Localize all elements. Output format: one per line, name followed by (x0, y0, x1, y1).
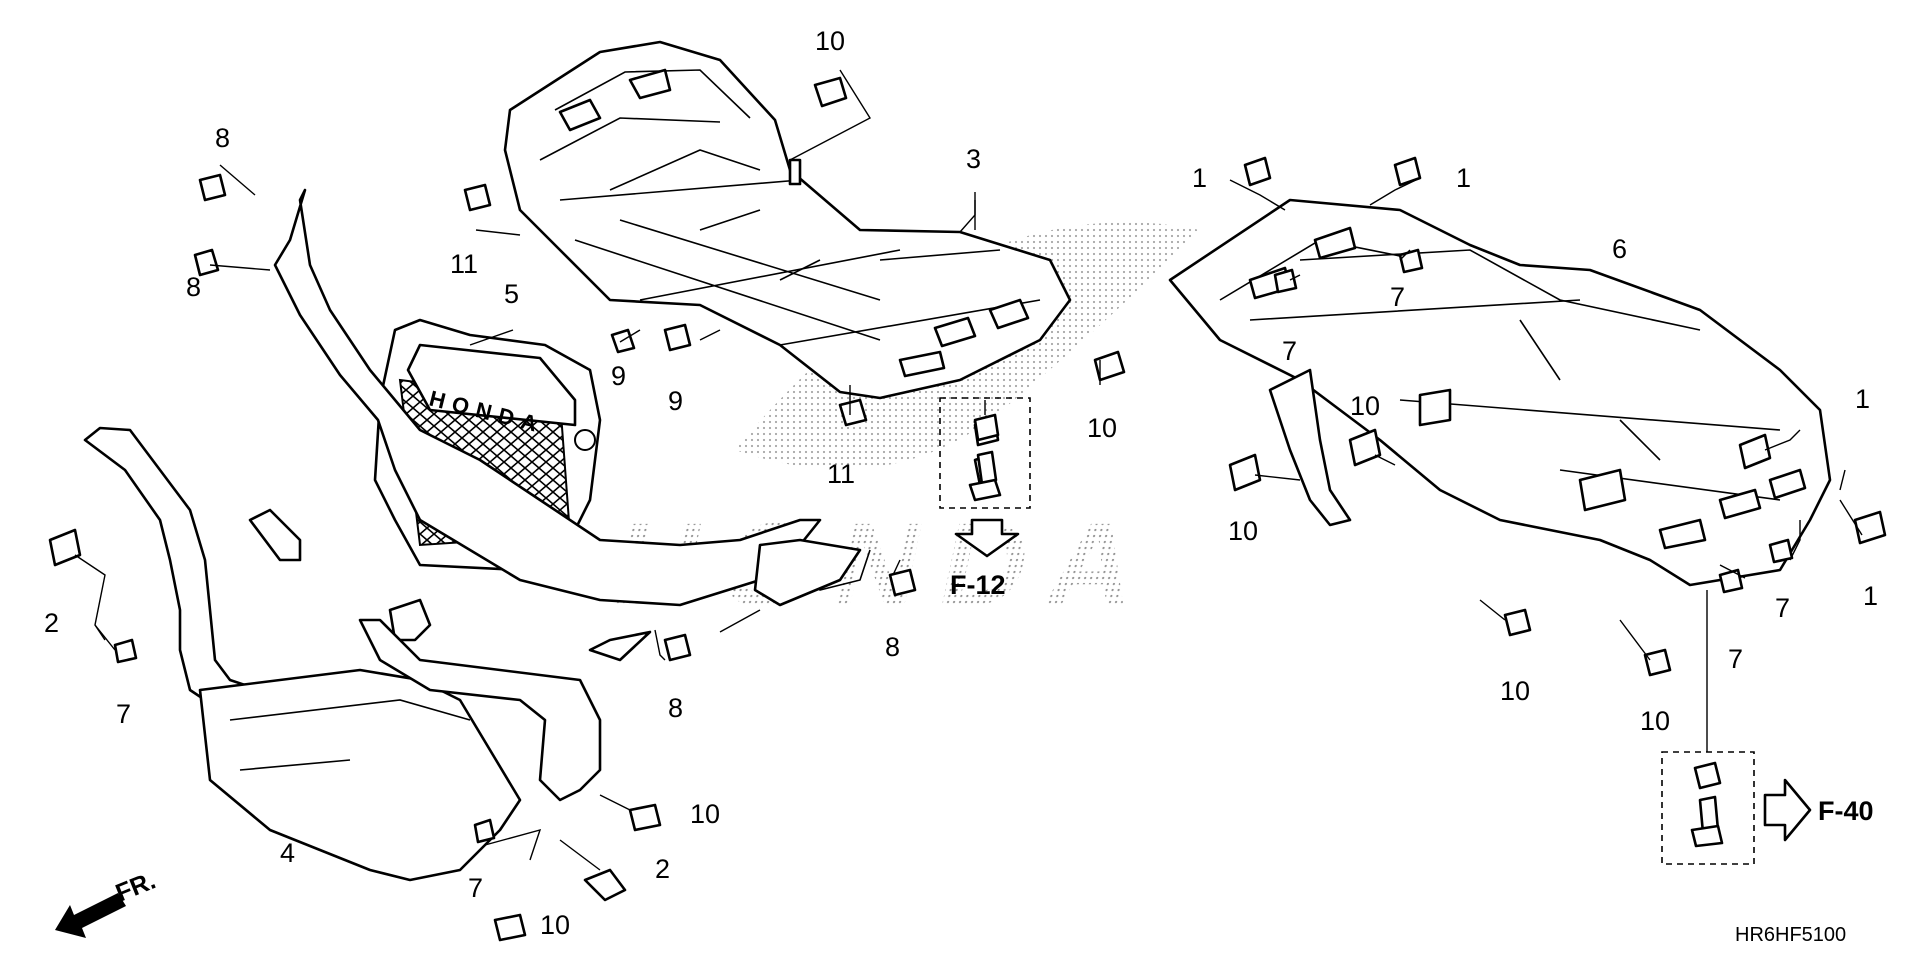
detail-box-f12 (939, 397, 1031, 509)
ref-f12-label: F-12 (950, 570, 1006, 600)
callout-10: 10 (1500, 676, 1530, 706)
callout-1: 1 (1456, 163, 1471, 193)
callout-2: 2 (44, 608, 59, 638)
right-rack-part-6 (1168, 198, 1832, 587)
leader-lines (74, 69, 1863, 871)
callout-1: 1 (1863, 581, 1878, 611)
callout-10: 10 (1228, 516, 1258, 546)
rear-carrier-part-3 (503, 40, 1072, 400)
detail-box-f40 (1661, 590, 1755, 865)
fastener-bolts (48, 76, 1887, 942)
callout-8: 8 (668, 693, 683, 723)
callout-8: 8 (215, 123, 230, 153)
ref-f12-group: F-12 (950, 518, 1020, 600)
front-direction-indicator: FR. (55, 867, 160, 938)
callout-3: 3 (966, 144, 981, 174)
callout-11: 11 (450, 249, 478, 279)
callout-9: 9 (611, 361, 626, 391)
callout-8: 8 (186, 272, 201, 302)
callout-10: 10 (1087, 413, 1117, 443)
front-cover (273, 188, 871, 662)
callout-7: 7 (1390, 282, 1405, 312)
callout-5: 5 (504, 279, 519, 309)
callout-1: 1 (1192, 163, 1207, 193)
callout-10: 10 (690, 799, 720, 829)
callout-7: 7 (1775, 593, 1790, 623)
callout-1: 1 (1855, 384, 1870, 414)
callout-11: 11 (827, 459, 855, 489)
callout-6: 6 (1612, 234, 1627, 264)
callout-8: 8 (885, 632, 900, 662)
ref-f40-label: F-40 (1818, 796, 1874, 826)
callout-10: 10 (1640, 706, 1670, 736)
ref-f40-group: F-40 (1763, 778, 1874, 842)
callout-labels: 10 8 8 3 11 5 9 9 11 10 8 8 2 7 4 7 10 2… (44, 26, 1878, 940)
front-guard-part-4 (83, 426, 602, 882)
callout-10: 10 (1350, 391, 1380, 421)
callout-10: 10 (540, 910, 570, 940)
callout-9: 9 (668, 386, 683, 416)
drawing-code: HR6HF5100 (1735, 924, 1846, 946)
callout-7: 7 (1282, 336, 1297, 366)
callout-10: 10 (815, 26, 845, 56)
callout-7: 7 (116, 699, 131, 729)
callout-4: 4 (280, 838, 295, 868)
direction-label: FR. (112, 867, 160, 908)
callout-2: 2 (655, 854, 670, 884)
callout-7: 7 (1728, 644, 1743, 674)
callout-7: 7 (468, 873, 483, 903)
